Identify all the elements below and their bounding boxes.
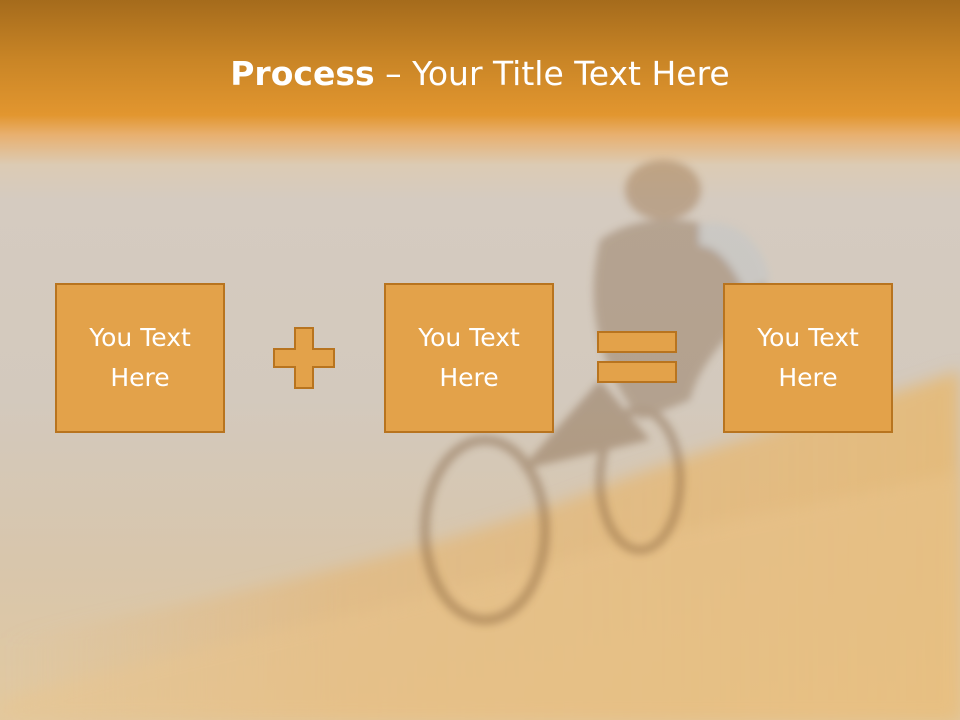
process-box-3[interactable]: You Text Here xyxy=(723,283,893,433)
process-box-1-line1: You Text xyxy=(89,323,191,352)
process-box-2-line2: Here xyxy=(439,363,499,392)
title-bold-word: Process xyxy=(230,54,375,93)
process-box-1[interactable]: You Text Here xyxy=(55,283,225,433)
process-box-3-line2: Here xyxy=(778,363,838,392)
process-box-3-line1: You Text xyxy=(757,323,859,352)
slide-title: Process – Your Title Text Here xyxy=(0,50,960,98)
title-rest: – Your Title Text Here xyxy=(374,54,730,93)
process-box-3-text: You Text Here xyxy=(743,318,873,398)
process-box-1-line2: Here xyxy=(110,363,170,392)
process-box-2-line1: You Text xyxy=(418,323,520,352)
process-box-2[interactable]: You Text Here xyxy=(384,283,554,433)
plus-icon xyxy=(273,327,335,389)
equals-icon xyxy=(597,331,677,383)
process-box-1-text: You Text Here xyxy=(75,318,205,398)
process-box-2-text: You Text Here xyxy=(404,318,534,398)
